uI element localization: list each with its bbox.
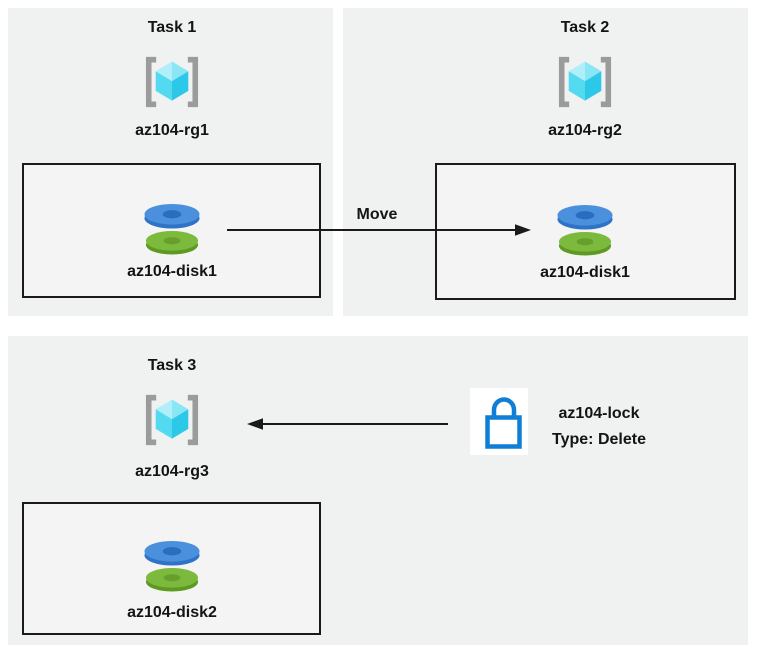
disk-label: az104-disk1	[540, 264, 630, 281]
disk-icon	[141, 538, 203, 593]
disk-label: az104-disk1	[127, 263, 217, 280]
disk-label: az104-disk2	[127, 604, 217, 621]
lock-icon	[470, 388, 528, 455]
resource-group-label: az104-rg1	[135, 122, 209, 139]
task3-disk-box	[22, 502, 321, 635]
move-arrow-label: Move	[356, 206, 398, 223]
task1-title: Task 1	[147, 19, 197, 36]
task2-disk-box	[435, 163, 736, 300]
resource-group-icon	[139, 393, 205, 447]
resource-group-icon	[552, 55, 618, 109]
disk-icon	[141, 201, 203, 256]
resource-group-label: az104-rg2	[548, 122, 622, 139]
lock-name-label: az104-lock	[558, 405, 640, 422]
lock-text-block: az104-lock Type: Delete	[533, 401, 665, 452]
resource-group-label: az104-rg3	[135, 463, 209, 480]
disk-icon	[554, 202, 616, 257]
resource-group-icon	[139, 55, 205, 109]
lock-type-label: Type: Delete	[552, 430, 646, 448]
task3-title: Task 3	[147, 357, 197, 374]
task2-title: Task 2	[560, 19, 610, 36]
